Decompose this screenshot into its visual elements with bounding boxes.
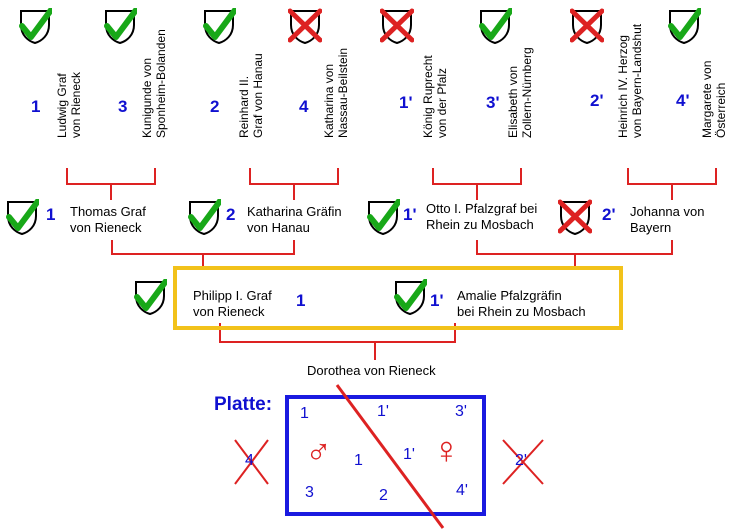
shield-check-icon <box>202 7 238 45</box>
shield-check-icon <box>478 7 514 45</box>
shield-cross-icon <box>569 8 605 45</box>
connector-gp-pair-2 <box>249 168 339 185</box>
crossed-plate-number: 4 <box>245 452 254 469</box>
plate-number: 1' <box>377 403 389 420</box>
connector-parents-left <box>111 240 295 255</box>
plate-number: 3 <box>305 484 314 501</box>
parent-number: 1 <box>46 205 56 224</box>
crossed-left-stroke-2 <box>234 439 269 485</box>
crossed-right-stroke-2 <box>502 439 544 485</box>
parent-number: 2 <box>226 205 236 224</box>
shield-check-icon <box>393 278 429 316</box>
shield-check-icon <box>667 7 703 45</box>
plate-label: Platte: <box>214 394 273 415</box>
shield-check-icon <box>379 8 415 45</box>
gp-number: 4 <box>299 97 309 116</box>
shield-cross-icon <box>557 199 593 236</box>
male-symbol-icon: ♂ <box>305 431 332 472</box>
couple-frame <box>173 266 623 330</box>
couple-number: 1 <box>296 291 306 310</box>
shield-check-icon <box>366 198 402 236</box>
connector-gp-pair-1 <box>66 168 156 185</box>
plate-frame <box>285 395 486 516</box>
plate-number: 1 <box>300 405 309 422</box>
shield-check-icon <box>103 7 139 45</box>
connector-couple <box>219 323 456 343</box>
gp-number: 3' <box>486 93 500 112</box>
parent-number: 1' <box>403 205 417 224</box>
gp-number: 2 <box>210 97 220 116</box>
plate-number: 3' <box>455 403 467 420</box>
gp-number: 3 <box>118 97 128 116</box>
connector-parents-right <box>476 240 673 255</box>
connector-gp-pair-3 <box>432 168 522 185</box>
shield-check-icon <box>187 198 223 236</box>
shield-check-icon <box>5 198 41 236</box>
gp-number: 1' <box>399 93 413 112</box>
couple-number: 1' <box>430 291 444 310</box>
female-symbol-icon: ♀ <box>432 430 461 472</box>
parent-number: 2' <box>602 205 616 224</box>
shield-check-icon <box>133 278 169 316</box>
plate-number: 1 <box>354 452 363 469</box>
crossed-plate-number: 2' <box>515 452 527 469</box>
plate-divider-line <box>335 384 445 529</box>
plate-number: 1' <box>403 446 415 463</box>
plate-number: 4' <box>456 482 468 499</box>
child-name: Dorothea von Rieneck <box>307 363 436 378</box>
gp-number: 1 <box>31 97 41 116</box>
plate-number: 2 <box>379 487 388 504</box>
shield-check-icon <box>18 7 54 45</box>
gp-number: 4' <box>676 91 690 110</box>
connector-gp-pair-4 <box>627 168 717 185</box>
grandparent-label: Reinhard II.Graf von Hanau <box>237 53 265 138</box>
shield-cross-icon <box>287 8 323 45</box>
gp-number: 2' <box>590 91 604 110</box>
